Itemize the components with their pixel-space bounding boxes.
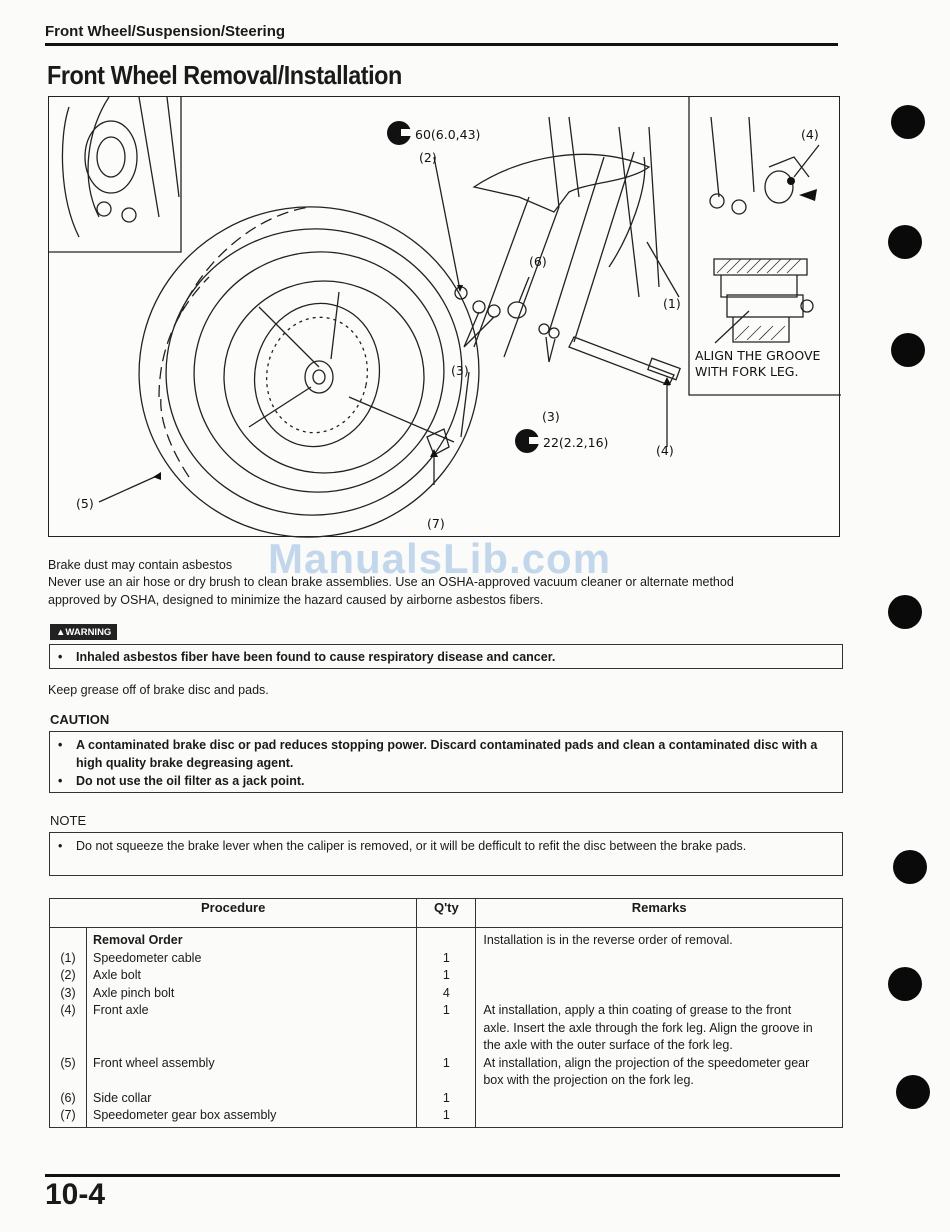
header-remarks: Remarks [475, 898, 843, 928]
torque-label-pinch-bolt: 22(2.2,16) [543, 435, 609, 450]
qty-value: 1 [442, 968, 450, 982]
binder-hole [891, 333, 925, 367]
removal-order-title: Removal Order [93, 933, 183, 947]
header-rule [45, 43, 838, 46]
row-number: (3) [60, 985, 76, 1000]
page-title: Front Wheel Removal/Installation [47, 60, 402, 90]
procedure-item: Front axle [93, 1003, 149, 1017]
note-box: •Do not squeeze the brake lever when the… [49, 832, 843, 876]
binder-hole [888, 595, 922, 629]
number-column: (1) (2) (3) (4) (5) (6) (7) [49, 927, 87, 1128]
grease-note: Keep grease off of brake disc and pads. [48, 683, 269, 697]
callout-3-left: (3) [451, 363, 469, 378]
qty-value: 1 [442, 1090, 450, 1105]
caution-label: CAUTION [50, 712, 110, 727]
callout-6: (6) [529, 254, 547, 269]
qty-value: 1 [442, 1108, 450, 1122]
section-header: Front Wheel/Suspension/Steering [45, 23, 286, 40]
footer-rule [45, 1174, 840, 1177]
caution-box: •A contaminated brake disc or pad reduce… [49, 731, 843, 793]
procedure-item: Front wheel assembly [93, 1055, 215, 1070]
asbestos-line-2: Never use an air hose or dry brush to cl… [48, 575, 734, 589]
qty-column: 1 1 4 1 1 1 1 [416, 927, 477, 1128]
binder-hole [888, 225, 922, 259]
remark-axle-3: the axle with the outer surface of the f… [483, 1038, 733, 1052]
procedure-item: Axle bolt [93, 968, 141, 982]
callout-2: (2) [419, 150, 437, 165]
warning-box: •Inhaled asbestos fiber have been found … [49, 644, 843, 669]
callout-4-inset: (4) [801, 127, 819, 142]
qty-value: 1 [442, 1055, 450, 1070]
wheel-diagram: 60(6.0,43) 22(2.2,16) (2) (6) (1) (3) (3… [48, 96, 841, 538]
callout-3-right: (3) [542, 409, 560, 424]
callout-5: (5) [76, 496, 94, 511]
caution-item-1: A contaminated brake disc or pad reduces… [76, 738, 818, 770]
note-item: Do not squeeze the brake lever when the … [76, 839, 747, 853]
row-number: (2) [60, 968, 76, 982]
row-number: (6) [60, 1090, 76, 1105]
note-label: NOTE [50, 813, 87, 828]
torque-label-axle-bolt: 60(6.0,43) [415, 127, 481, 142]
procedure-item: Speedometer cable [93, 950, 202, 965]
remark-reverse-order: Installation is in the reverse order of … [483, 933, 733, 947]
binder-hole [891, 105, 925, 139]
asbestos-line-1: Brake dust may contain asbestos [48, 558, 233, 572]
asbestos-line-3: approved by OSHA, designed to minimize t… [48, 593, 544, 607]
row-number: (5) [60, 1055, 76, 1070]
remarks-column: Installation is in the reverse order of … [475, 927, 843, 1128]
qty-value: 4 [442, 985, 450, 1000]
procedure-column: Removal Order Speedometer cable Axle bol… [85, 927, 418, 1128]
remark-wheel-2: box with the projection on the fork leg. [483, 1073, 694, 1087]
callout-4: (4) [656, 443, 674, 458]
remark-axle-2: axle. Insert the axle through the fork l… [483, 1020, 813, 1035]
row-number: (1) [60, 950, 76, 965]
page-number: 10-4 [45, 1178, 106, 1211]
callout-7: (7) [427, 516, 445, 531]
header-qty: Q'ty [416, 898, 477, 928]
warning-badge: ▲WARNING [50, 624, 118, 640]
remark-axle-1: At installation, apply a thin coating of… [483, 1003, 792, 1017]
row-number: (4) [60, 1003, 76, 1017]
binder-hole [893, 850, 927, 884]
header-procedure: Procedure [48, 898, 418, 928]
procedure-item: Side collar [93, 1090, 152, 1105]
callout-1: (1) [663, 296, 681, 311]
qty-value: 1 [442, 950, 450, 965]
watermark: ManualsLib.com [268, 535, 612, 582]
align-note-line1: ALIGN THE GROOVE [695, 348, 821, 363]
remark-wheel-1: At installation, align the projection of… [483, 1055, 810, 1070]
align-note-line2: WITH FORK LEG. [695, 364, 799, 379]
qty-value: 1 [442, 1003, 450, 1017]
procedure-item: Axle pinch bolt [93, 985, 175, 1000]
procedure-item: Speedometer gear box assembly [93, 1108, 277, 1122]
torque-wrench-icon [387, 121, 543, 453]
procedure-table: Procedure Q'ty Remarks (1) (2) (3) (4) (… [48, 898, 843, 1128]
row-number: (7) [60, 1108, 76, 1122]
warning-item: Inhaled asbestos fiber have been found t… [76, 650, 556, 664]
binder-hole [896, 1075, 930, 1109]
caution-item-2: Do not use the oil filter as a jack poin… [76, 774, 305, 788]
wheel-illustration [49, 97, 841, 538]
binder-hole [888, 967, 922, 1001]
